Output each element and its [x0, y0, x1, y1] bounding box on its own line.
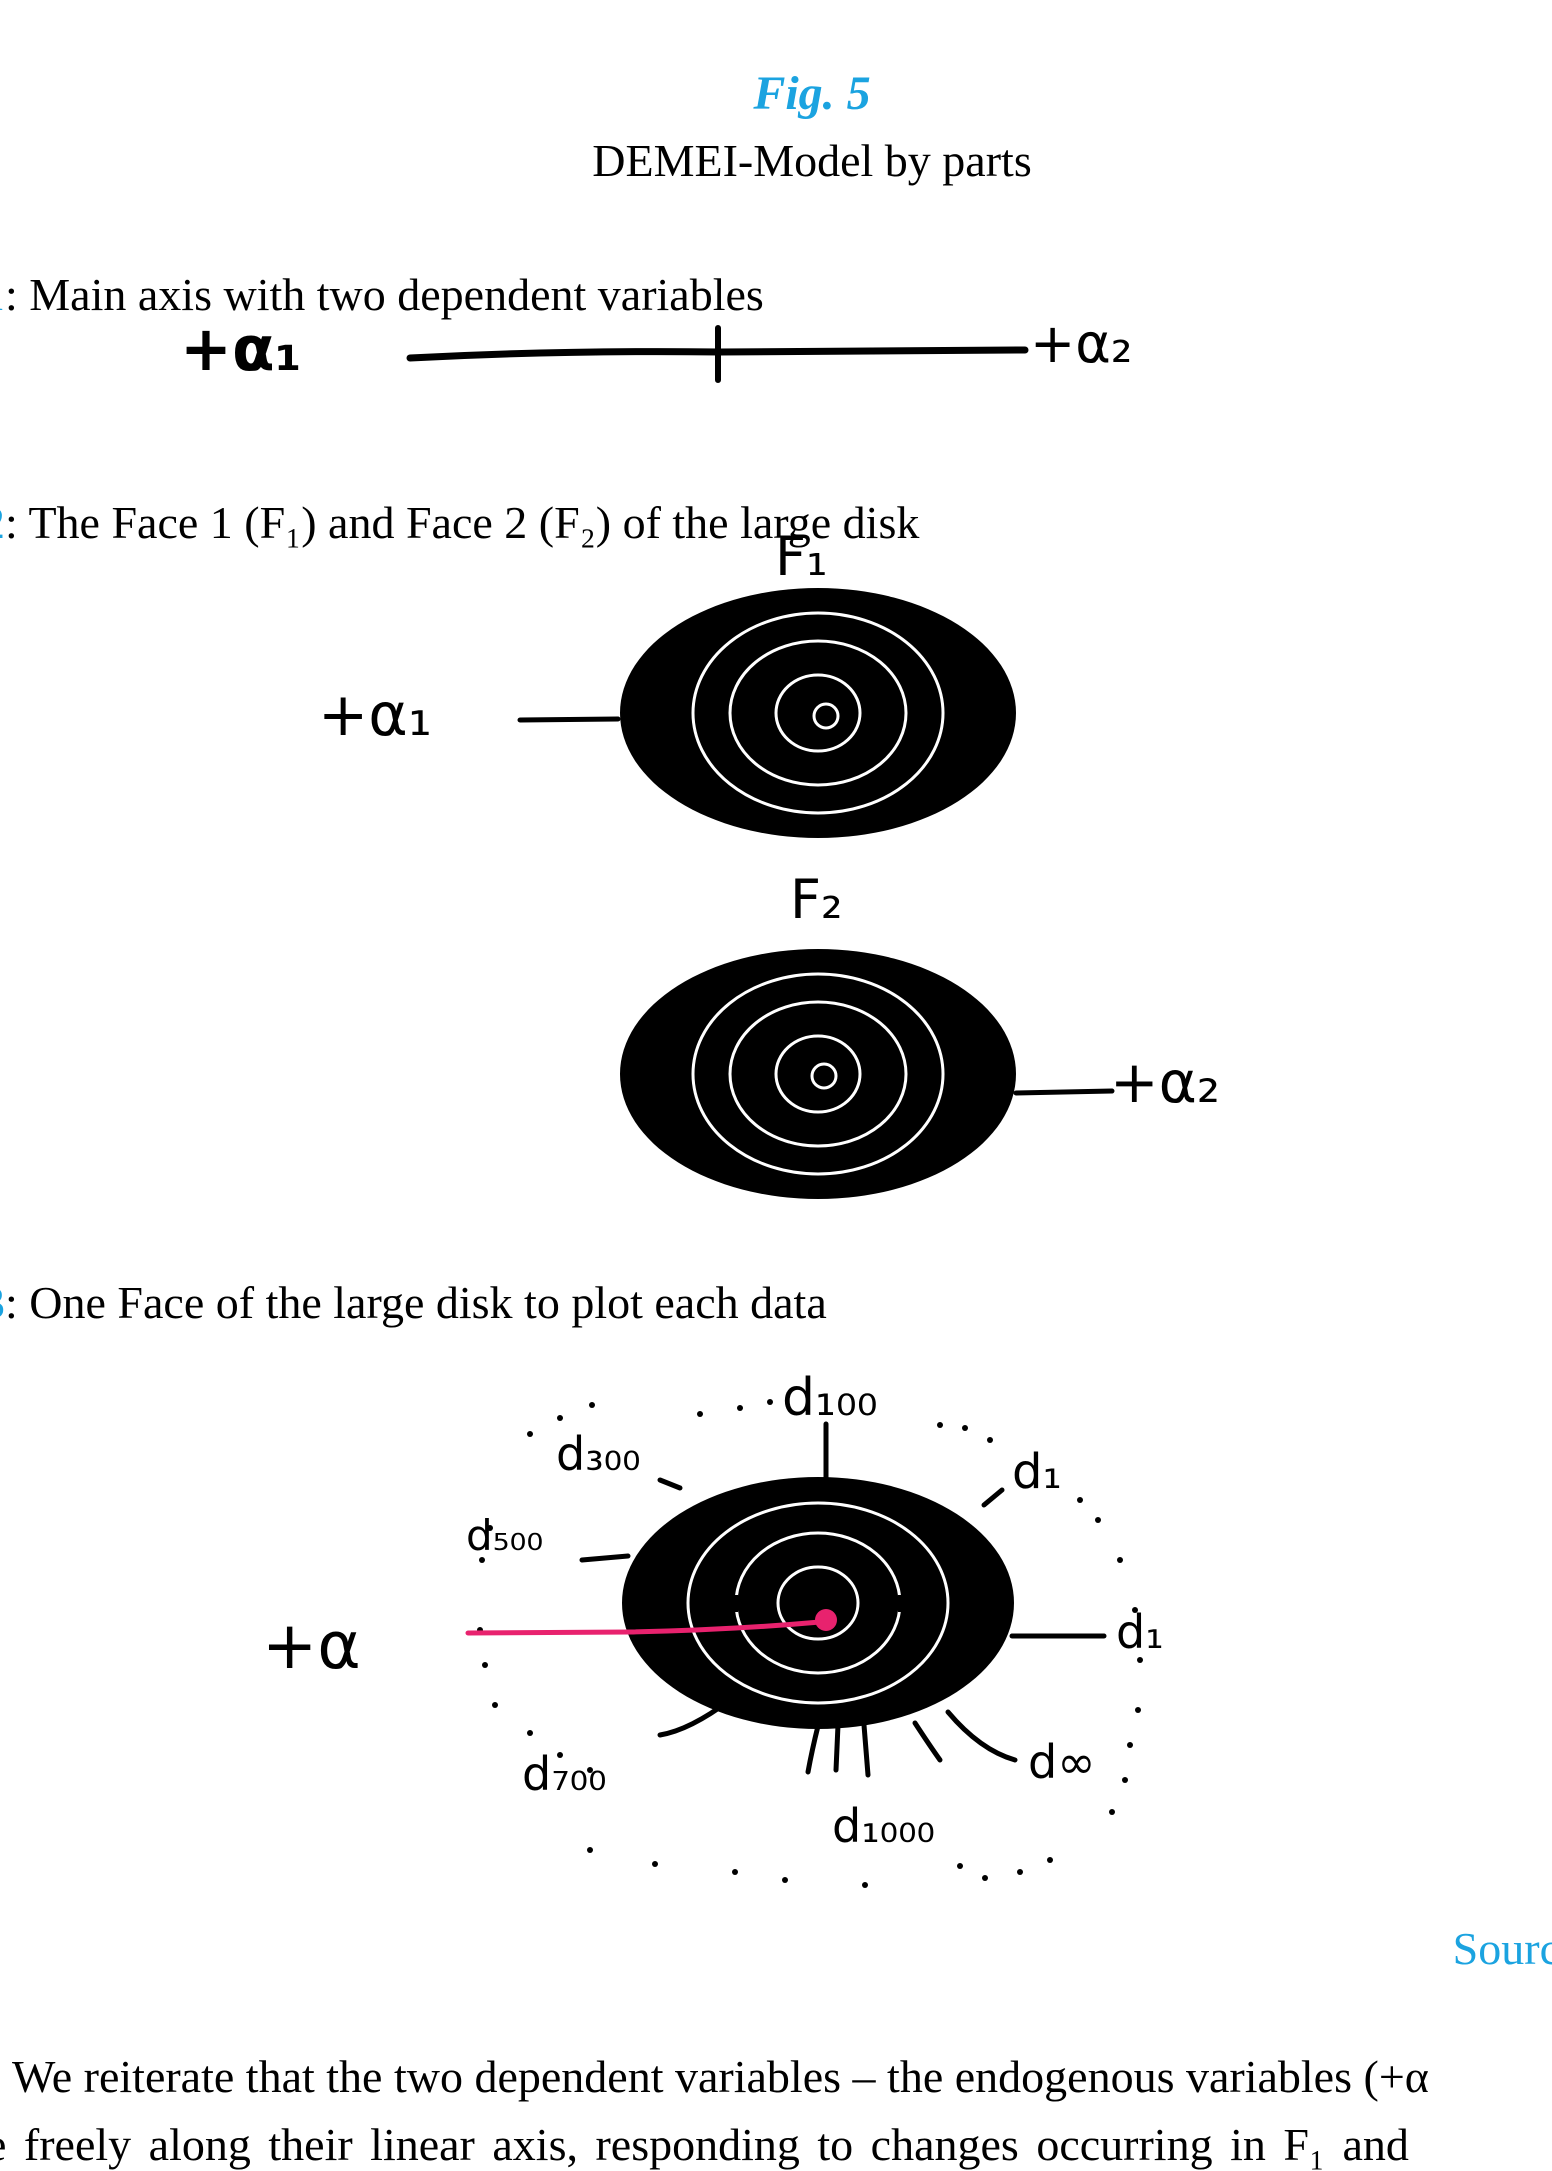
plotted-center-point: [815, 1609, 837, 1631]
body-paragraph-line-1: We reiterate that the two dependent vari…: [12, 2051, 1429, 2102]
d700-label: d₇₀₀: [522, 1747, 607, 1801]
section-text: : The Face 1 (F₁) and Face 2 (F₂) of the…: [5, 497, 920, 548]
section-number: 2: [0, 497, 5, 548]
plot-disk: [622, 1477, 1014, 1729]
figure-source: Sourc: [1452, 1923, 1552, 1974]
d100-label: d₁₀₀: [782, 1368, 878, 1428]
alpha-data-line: [465, 1619, 823, 1636]
d1000-label: d₁₀₀₀: [832, 1799, 935, 1853]
d1-right-label: d₁: [1116, 1605, 1164, 1659]
face1-disk: [620, 588, 1016, 838]
section-2-heading: 2: The Face 1 (F₁) and Face 2 (F₂) of th…: [0, 496, 919, 549]
face2-axis: [1013, 1088, 1115, 1096]
d500-label: d₅₀₀: [466, 1511, 543, 1560]
section-number: 1: [0, 269, 5, 320]
outer-dotted-circle: [477, 1399, 1143, 1888]
d1-upper-label: d₁: [1012, 1444, 1062, 1500]
figure-label: Fig. 5: [753, 67, 871, 120]
face2-disk: [620, 949, 1016, 1199]
alpha1-label: +α₁: [180, 312, 302, 385]
face1-alpha-label: +α₁: [318, 680, 432, 750]
section-3-heading: 3: One Face of the large disk to plot ea…: [0, 1276, 827, 1329]
d300-label: d₃₀₀: [556, 1427, 641, 1481]
face1-label: F₁: [775, 525, 828, 588]
face2-label: F₂: [790, 868, 843, 931]
face1-axis: [517, 716, 621, 723]
body-paragraph-line-2: e freely along their linear axis, respon…: [0, 2119, 1409, 2170]
radial-spokes: [579, 1421, 1107, 1778]
face2-alpha-label: +α₂: [1110, 1048, 1220, 1116]
d-infinity-label: d∞: [1028, 1735, 1096, 1789]
section-text: : One Face of the large disk to plot eac…: [5, 1277, 827, 1328]
section-number: 3: [0, 1277, 5, 1328]
figure-title: DEMEI-Model by parts: [592, 135, 1032, 186]
alpha2-label: +α₂: [1030, 312, 1133, 375]
section-1-heading: 1: Main axis with two dependent variable…: [0, 268, 764, 321]
plot-alpha-label: +α: [262, 1607, 361, 1684]
section-text: : Main axis with two dependent variables: [5, 269, 764, 320]
main-axis-line: [406, 346, 1029, 362]
